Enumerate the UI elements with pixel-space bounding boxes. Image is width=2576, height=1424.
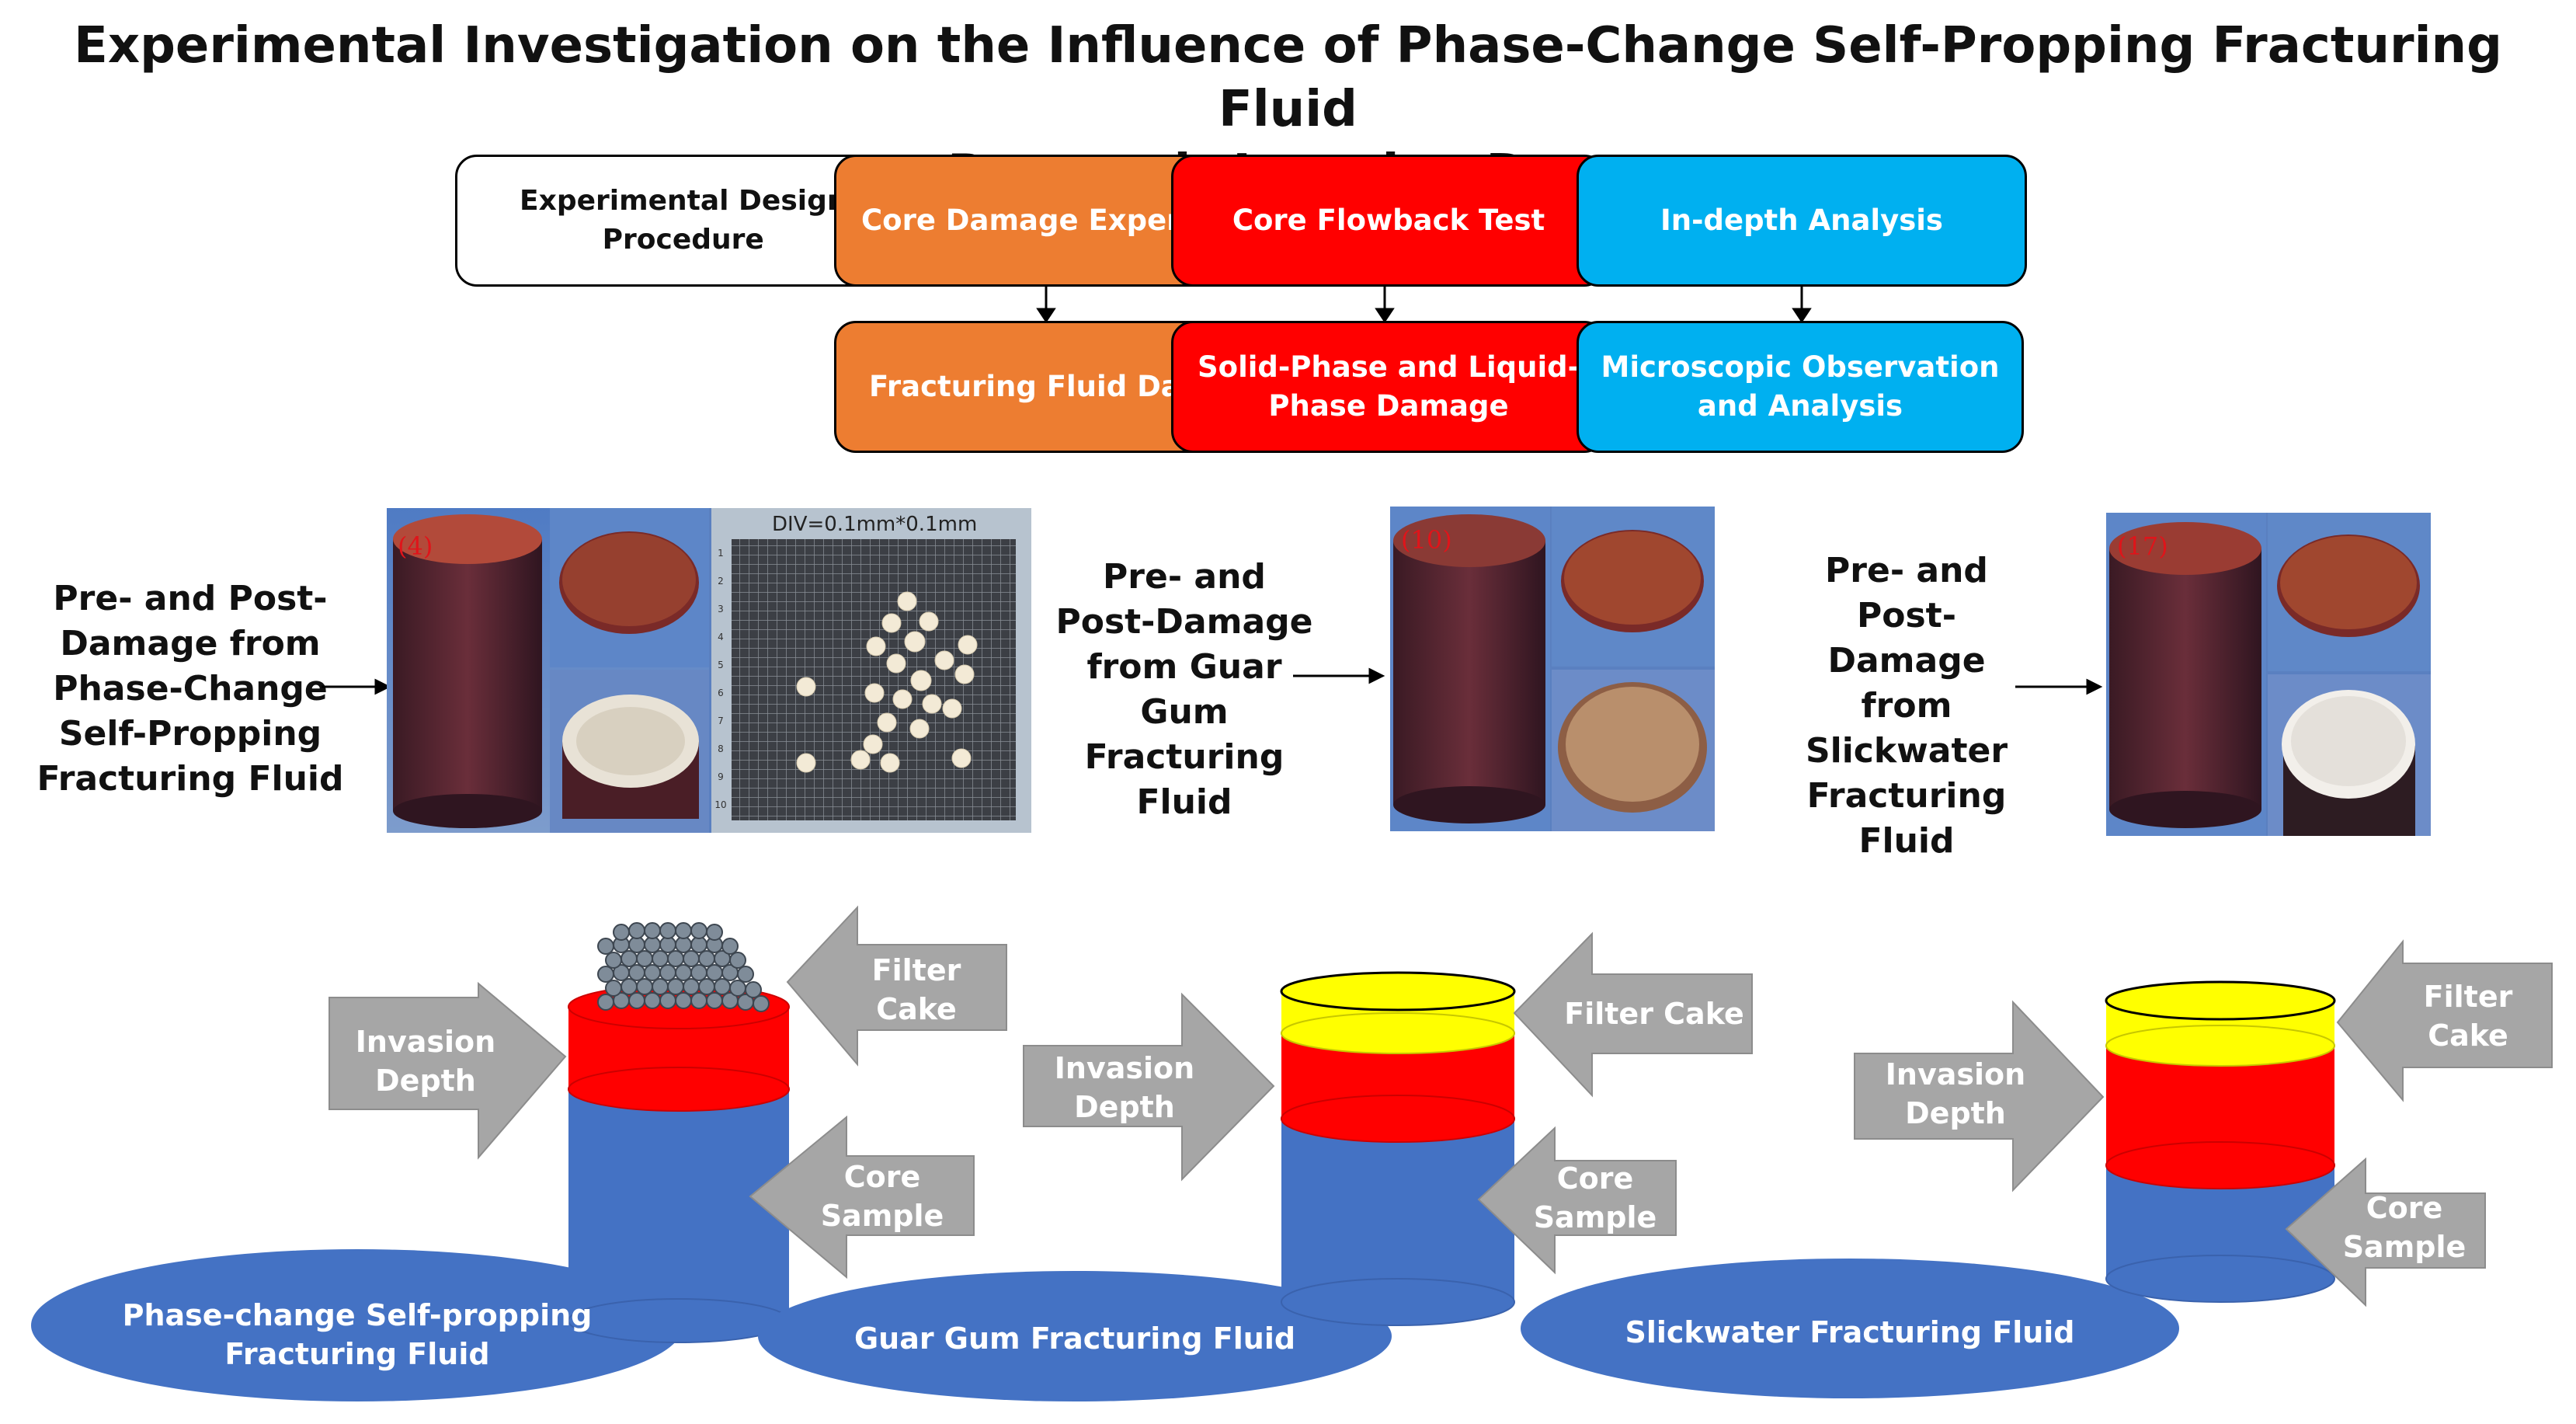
grid-ticks: 1 2 3 4 5 6 7 8 9 10	[714, 548, 727, 810]
core-sample-arrow	[1477, 1126, 1677, 1275]
schematic-2: Invasion Depth Filter Cake Core Sample G…	[758, 931, 1753, 1401]
bead-layer	[597, 922, 770, 1012]
core-label-2: Sample	[1534, 1200, 1657, 1234]
sample-tag-4: (4)	[398, 531, 433, 561]
grid-caption: DIV=0.1mm*0.1mm	[772, 513, 978, 536]
arrow-right-icon	[374, 678, 391, 695]
filter-label-1: Filter	[2424, 980, 2513, 1014]
measure-grid	[732, 539, 1016, 820]
group2-label: Pre- and Post-Damage from Guar Gum Fract…	[1055, 557, 1313, 822]
design-line-1: Experimental Design	[520, 185, 847, 217]
core-label-2: Sample	[2343, 1230, 2466, 1264]
core-sample-arrow	[749, 1115, 975, 1280]
core-label-1: Core	[844, 1160, 921, 1194]
core-photo-1	[387, 508, 709, 833]
arrow-right-icon	[2086, 678, 2103, 695]
invasion-depth-arrow	[1023, 992, 1275, 1182]
invasion-label-1: Invasion	[1055, 1051, 1194, 1085]
core-photo-3	[2106, 513, 2431, 836]
fluid-base-ellipse	[758, 1271, 1392, 1401]
base-label-2: Fracturing Fluid	[224, 1337, 489, 1371]
core-flowback-test-box: Core Flowback Test	[1171, 155, 1606, 287]
filter-label-2: Cake	[876, 992, 957, 1026]
fluid-base-ellipse	[1521, 1259, 2179, 1398]
microscopic-line-2: and Analysis	[1697, 389, 1903, 423]
in-depth-analysis-box: In-depth Analysis	[1577, 155, 2027, 287]
base-label-1: Guar Gum Fracturing Fluid	[854, 1321, 1295, 1356]
invasion-depth-arrow	[329, 981, 567, 1160]
schematic-1: Invasion Depth Filter Cake Core Sample P…	[31, 905, 1007, 1401]
microscopic-line-1: Microscopic Observation	[1601, 350, 2000, 384]
particle-grid-svg	[732, 539, 1016, 820]
invasion-label-2: Depth	[1905, 1096, 2006, 1130]
solid-liquid-damage-box: Solid-Phase and Liquid- Phase Damage	[1171, 321, 1606, 453]
invasion-label-2: Depth	[375, 1064, 476, 1098]
arrow-head-1	[1036, 308, 1056, 323]
core-sample-body	[568, 1088, 789, 1321]
photo-arrows	[322, 667, 2103, 695]
particle-grid-photo: DIV=0.1mm*0.1mm 1 2	[711, 508, 1031, 833]
damage-schematics: Invasion Depth Filter Cake Core Sample P…	[31, 905, 2553, 1401]
fluid-base-ellipse	[31, 1249, 683, 1401]
invasion-label-1: Invasion	[1886, 1057, 2025, 1092]
arrow-head-3	[1792, 308, 1812, 323]
arrow-head-2	[1375, 308, 1395, 323]
base-label-1: Phase-change Self-propping	[123, 1298, 593, 1332]
microscopic-observation-box: Microscopic Observation and Analysis	[1577, 321, 2024, 453]
arrow-right-icon	[1368, 667, 1385, 684]
title-line-1: Experimental Investigation on the Influe…	[74, 17, 2502, 138]
design-line-2: Procedure	[602, 224, 764, 256]
core-label-1: Core	[2366, 1191, 2443, 1225]
core-photo-2	[1390, 507, 1715, 831]
bead-cluster	[796, 591, 978, 773]
invasion-label-2: Depth	[1074, 1090, 1175, 1124]
sample-tag-10: (10)	[1401, 525, 1452, 555]
base-label-1: Slickwater Fracturing Fluid	[1625, 1315, 2074, 1349]
core-damage-label: Core Damage Experin	[861, 204, 1212, 237]
photo-group-1: (4) DIV=0.1mm*0.1mm 1	[387, 508, 1031, 833]
invasion-label-1: Invasion	[356, 1025, 495, 1059]
filter-label-2: Cake	[2428, 1018, 2508, 1053]
filter-cake-arrow	[1513, 931, 1753, 1098]
core-sample-arrow	[2285, 1157, 2486, 1307]
core-flowback-label: Core Flowback Test	[1232, 204, 1545, 237]
in-depth-label: In-depth Analysis	[1660, 204, 1943, 237]
core-label-1: Core	[1557, 1161, 1634, 1196]
solid-liquid-line-1: Solid-Phase and Liquid-	[1198, 350, 1580, 384]
filter-cake-arrow	[2336, 939, 2553, 1102]
schematic-3: Invasion Depth Filter Cake Core Sample S…	[1521, 939, 2553, 1398]
filter-label-1: Filter Cake	[1564, 997, 1743, 1031]
photo-group-2: (10)	[1390, 507, 1715, 831]
group1-label: Pre- and Post- Damage from Phase-Change …	[37, 579, 344, 799]
solid-liquid-line-2: Phase Damage	[1268, 389, 1509, 423]
core-sample-body	[1281, 1119, 1514, 1302]
flow-arrows	[1036, 287, 1812, 323]
invasion-depth-arrow	[1854, 1000, 2105, 1192]
filter-cake-arrow	[786, 905, 1007, 1067]
core-label-2: Sample	[821, 1199, 944, 1233]
fluid-damage-label: Fracturing Fluid Dam	[869, 370, 1211, 403]
group3-label: Pre- and Post-Damage from Slickwater Fra…	[1805, 551, 2008, 861]
filter-label-1: Filter	[872, 953, 961, 987]
sample-tag-17: (17)	[2117, 531, 2168, 561]
photo-group-3: (17)	[2106, 513, 2431, 836]
